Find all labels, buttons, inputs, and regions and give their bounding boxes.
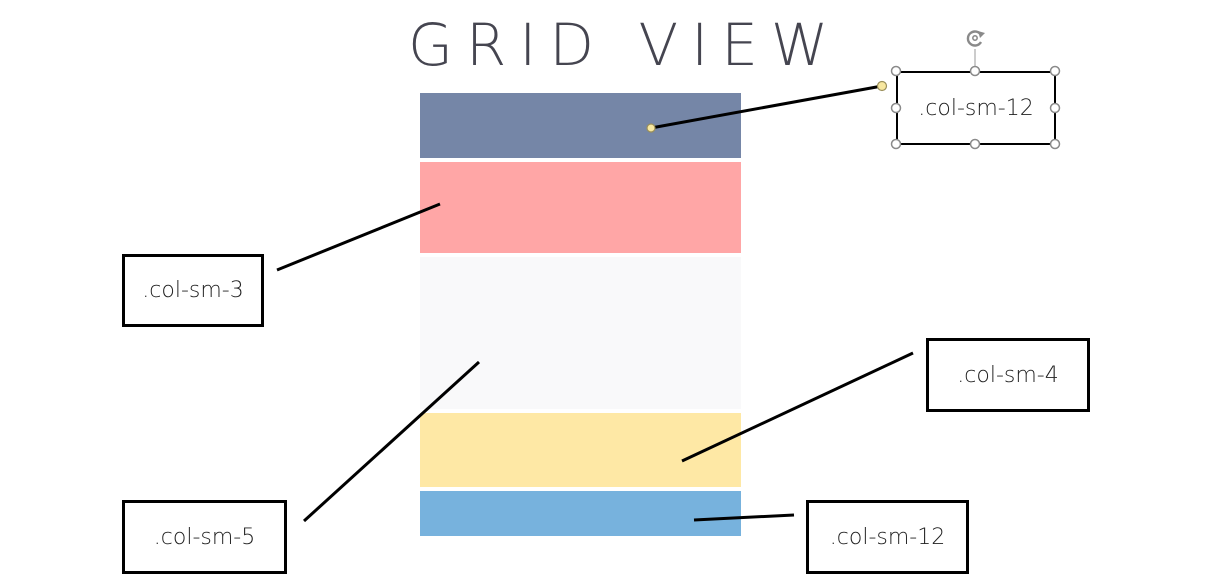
- grid-row-col-sm-3: [420, 162, 741, 253]
- connector-col-sm-5: [302, 360, 481, 523]
- grid-row-col-sm-12-bottom: [420, 491, 741, 536]
- connector-endpoint-start[interactable]: [646, 123, 656, 133]
- grid-row-col-sm-12-top: [420, 93, 741, 158]
- resize-handle-w[interactable]: [890, 102, 902, 114]
- resize-handle-ne[interactable]: [1049, 65, 1061, 77]
- grid-row-col-sm-4: [420, 413, 741, 487]
- resize-handles: [890, 65, 1061, 150]
- connector-col-sm-12-bottom: [693, 513, 795, 522]
- label-col-sm-12-top-selected[interactable]: .col-sm-12: [896, 71, 1056, 145]
- resize-handle-nw[interactable]: [890, 65, 902, 77]
- connector-col-sm-12-top: [650, 84, 883, 130]
- label-col-sm-5[interactable]: .col-sm-5: [122, 500, 287, 574]
- label-col-sm-4[interactable]: .col-sm-4: [926, 338, 1090, 412]
- diagram-title: GRID VIEW: [408, 11, 842, 79]
- grid-row-col-sm-5: [420, 257, 741, 409]
- connector-endpoint-end[interactable]: [876, 80, 888, 92]
- resize-handle-e[interactable]: [1049, 102, 1061, 114]
- resize-handle-sw[interactable]: [890, 138, 902, 150]
- connector-col-sm-4: [681, 351, 914, 463]
- rotate-icon[interactable]: [966, 30, 985, 47]
- label-col-sm-12-bottom[interactable]: .col-sm-12: [806, 500, 969, 574]
- resize-handle-s[interactable]: [969, 138, 981, 150]
- connector-col-sm-3: [276, 202, 441, 272]
- resize-handle-se[interactable]: [1049, 138, 1061, 150]
- label-col-sm-3[interactable]: .col-sm-3: [122, 254, 264, 327]
- resize-handle-n[interactable]: [969, 65, 981, 77]
